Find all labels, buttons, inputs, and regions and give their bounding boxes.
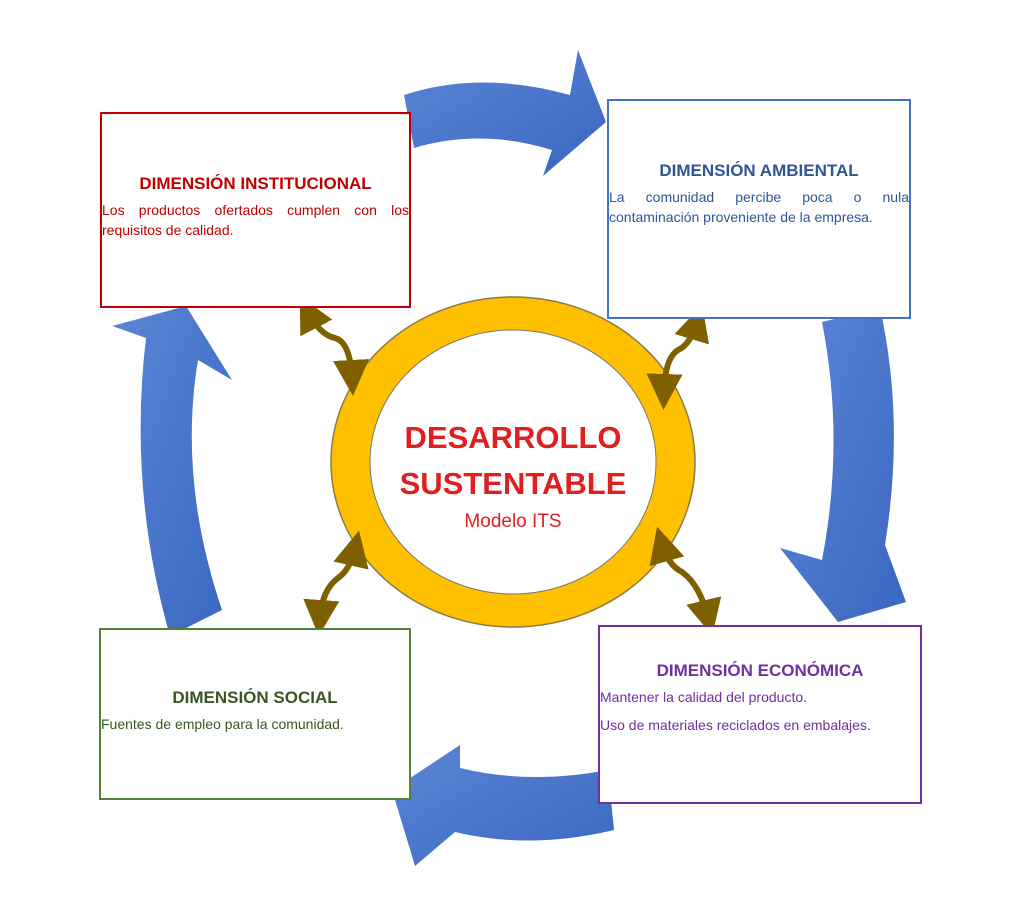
box-dimension-institucional: DIMENSIÓN INSTITUCIONAL Los productos of… xyxy=(100,112,411,308)
cycle-arrow-right xyxy=(780,308,906,622)
center-title-line1: DESARROLLO xyxy=(404,420,622,455)
box-text: Los productos ofertados cumplen con los … xyxy=(102,202,409,238)
link-arrow-social xyxy=(303,530,369,636)
cycle-arrow-top xyxy=(404,50,606,176)
box-text: Fuentes de empleo para la comunidad. xyxy=(101,716,344,732)
box-text: La comunidad percibe poca o nula contami… xyxy=(609,189,909,225)
box-text: Uso de materiales reciclados en embalaje… xyxy=(600,717,871,733)
link-arrow-institucional xyxy=(299,296,369,396)
center-subtitle: Modelo ITS xyxy=(464,511,562,532)
cycle-arrow-bottom xyxy=(392,745,614,866)
cycle-arrow-left xyxy=(112,306,232,636)
center-circle xyxy=(369,329,657,595)
box-text: Mantener la calidad del producto. xyxy=(600,689,808,705)
box-title: DIMENSIÓN SOCIAL xyxy=(172,688,338,707)
box-title: DIMENSIÓN ECONÓMICA xyxy=(656,661,864,680)
center-label: DESARROLLO SUSTENTABLE Modelo ITS xyxy=(383,415,643,533)
box-title: DIMENSIÓN INSTITUCIONAL xyxy=(139,174,372,193)
box-title: DIMENSIÓN AMBIENTAL xyxy=(659,161,859,180)
link-arrow-ambiental xyxy=(646,304,709,410)
center-title-line2: SUSTENTABLE xyxy=(399,466,627,501)
box-dimension-ambiental: DIMENSIÓN AMBIENTAL La comunidad percibe… xyxy=(607,99,911,319)
link-arrow-economica xyxy=(649,526,722,636)
box-dimension-economica: DIMENSIÓN ECONÓMICA Mantener la calidad … xyxy=(598,625,922,804)
box-dimension-social: DIMENSIÓN SOCIAL Fuentes de empleo para … xyxy=(99,628,411,800)
